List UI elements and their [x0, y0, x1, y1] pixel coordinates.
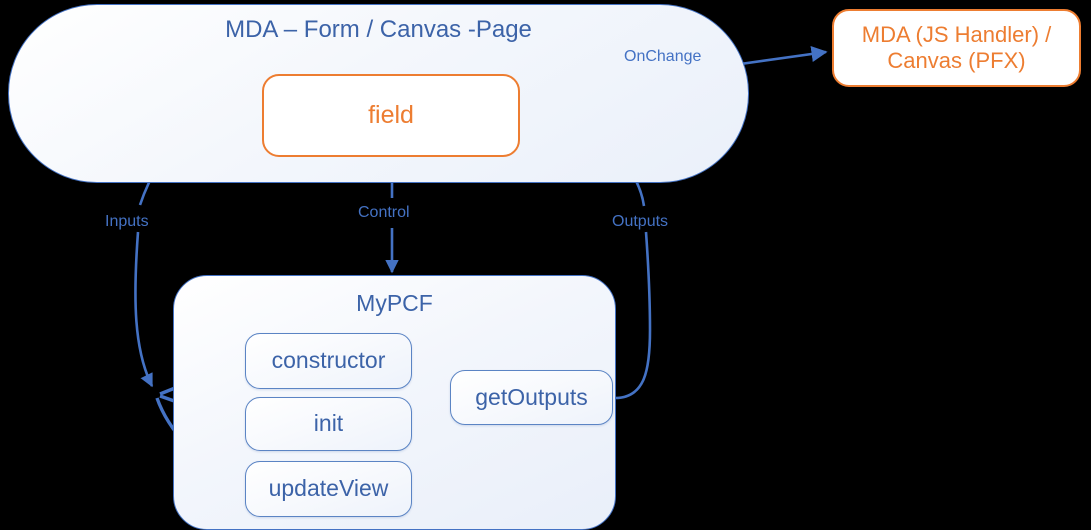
- method-constructor[interactable]: constructor: [245, 333, 412, 389]
- edge-label-inputs: Inputs: [105, 213, 149, 230]
- field-label: field: [368, 100, 414, 129]
- method-init[interactable]: init: [245, 397, 412, 451]
- mda-page-title: MDA – Form / Canvas -Page: [225, 16, 532, 43]
- method-updateview[interactable]: updateView: [245, 461, 412, 517]
- field-node[interactable]: field: [262, 74, 520, 157]
- mypcf-title: MyPCF: [356, 290, 433, 316]
- method-updateview-label: updateView: [268, 475, 389, 502]
- edge-label-outputs: Outputs: [612, 213, 669, 230]
- edge-inputs-down: [134, 231, 154, 388]
- edge-outputs-up: [614, 231, 652, 400]
- method-constructor-label: constructor: [271, 347, 386, 374]
- js-handler-line-2: Canvas (PFX): [887, 48, 1026, 73]
- method-init-label: init: [313, 410, 344, 437]
- method-getoutputs-label: getOutputs: [475, 383, 588, 410]
- js-handler-line-1: MDA (JS Handler) /: [861, 22, 1052, 48]
- js-handler-node[interactable]: MDA (JS Handler) / Canvas (PFX): [832, 9, 1081, 87]
- edge-label-onchange: OnChange: [624, 48, 702, 65]
- edge-label-control: Control: [358, 204, 410, 221]
- method-getoutputs[interactable]: getOutputs: [450, 370, 613, 425]
